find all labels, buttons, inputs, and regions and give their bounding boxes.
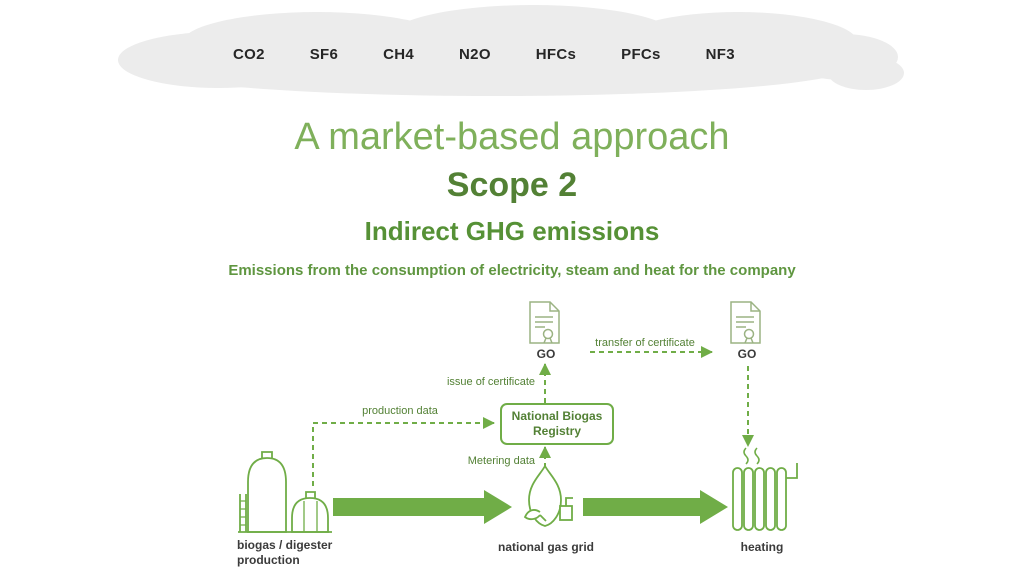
go-certificate-label-left: GO [536, 347, 556, 361]
cloud-shape [828, 56, 904, 90]
scope-heading: Scope 2 [446, 166, 578, 204]
transfer-certificate-label: transfer of certificate [595, 337, 695, 349]
subtitle-heading: Indirect GHG emissions [364, 216, 660, 246]
certificate-icon-right [730, 301, 761, 344]
flow-arrow-grid-to-heating [583, 490, 728, 524]
radiator-icon [732, 447, 798, 531]
production-data-label: production data [362, 405, 438, 417]
flow-arrow-production-to-grid [333, 490, 512, 524]
gas-label-ch4: CH4 [383, 46, 415, 63]
national-biogas-registry-box: National Biogas Registry [500, 403, 614, 445]
go-certificate-label-right: GO [737, 347, 757, 361]
heating-label: heating [740, 540, 784, 554]
gas-label-n2o: N2O [459, 46, 491, 63]
gas-label-pfcs: PFCs [621, 46, 661, 63]
biogas-production-label: biogas / digester production [237, 538, 333, 567]
gas-flame-icon [523, 464, 573, 527]
metering-data-label: Metering data [467, 455, 535, 467]
gas-label-co2: CO2 [233, 46, 265, 63]
production-data-arrow [312, 417, 495, 486]
gas-label-nf3: NF3 [705, 46, 735, 63]
national-gas-grid-label: national gas grid [497, 540, 594, 554]
gas-label-hfcs: HFCs [535, 46, 577, 63]
biogas-plant-icon [238, 451, 332, 533]
issue-certificate-label: issue of certificate [446, 376, 535, 388]
gas-list: CO2 SF6 CH4 N2O HFCs PFCs NF3 [233, 46, 735, 63]
description-text: Emissions from the consumption of electr… [228, 262, 796, 279]
gas-label-sf6: SF6 [309, 46, 339, 63]
cloud-shape [140, 38, 850, 96]
certificate-icon-left [529, 301, 560, 344]
slide-title: A market-based approach [294, 116, 730, 158]
